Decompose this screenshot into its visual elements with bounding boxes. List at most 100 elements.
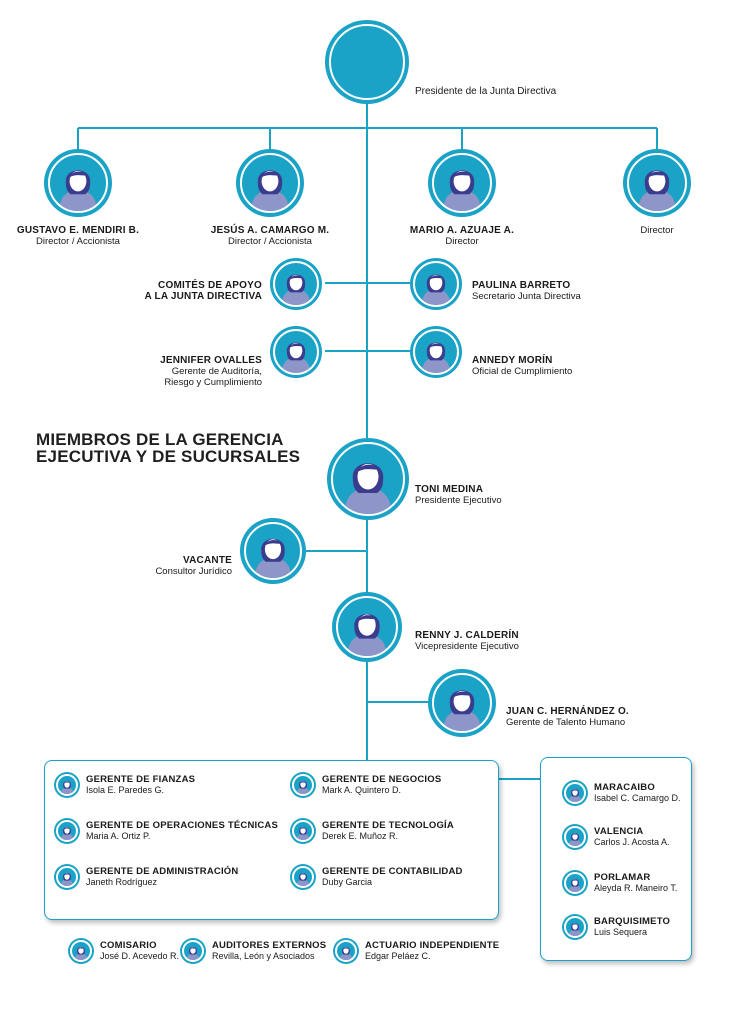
ceo-role: Presidente Ejecutivo <box>415 495 502 506</box>
director-role: Director / Accionista <box>228 236 312 247</box>
director-avatar-2 <box>236 149 304 217</box>
manager-avatar-1 <box>54 772 80 798</box>
audit-manager-role-line2: Riesgo y Cumplimiento <box>164 377 262 388</box>
external-label-3: ACTUARIO INDEPENDIENTE Edgar Peláez C. <box>365 940 499 962</box>
external-label-1: COMISARIO José D. Acevedo R. <box>100 940 179 962</box>
branch-label-3: PORLAMAR Aleyda R. Maneiro T. <box>594 872 677 894</box>
compliance-officer-label: ANNEDY MORÍN Oficial de Cumplimiento <box>472 355 572 377</box>
external-label-2: AUDITORES EXTERNOS Revilla, León y Asoci… <box>212 940 326 962</box>
external-name: Edgar Peláez C. <box>365 951 431 961</box>
branch-avatar-2 <box>562 824 588 850</box>
compliance-officer-name: ANNEDY MORÍN <box>472 355 553 366</box>
manager-name: Duby Garcia <box>322 877 373 887</box>
manager-name: Derek E. Muñoz R. <box>322 831 399 841</box>
manager-title: GERENTE DE TECNOLOGÍA <box>322 820 454 831</box>
vp-avatar <box>332 592 402 662</box>
director-label-2: JESÚS A. CAMARGO M. Director / Accionist… <box>200 225 340 247</box>
manager-label-4: GERENTE DE TECNOLOGÍA Derek E. Muñoz R. <box>322 820 454 842</box>
ceo-name: TONI MEDINA <box>415 484 484 495</box>
committees-avatar <box>270 258 322 310</box>
section-title: MIEMBROS DE LA GERENCIA EJECUTIVA Y DE S… <box>36 431 300 465</box>
external-title: COMISARIO <box>100 940 157 951</box>
manager-title: GERENTE DE NEGOCIOS <box>322 774 442 785</box>
branch-avatar-1 <box>562 780 588 806</box>
manager-label-1: GERENTE DE FIANZAS Isola E. Paredes G. <box>86 774 195 796</box>
branch-city: VALENCIA <box>594 826 644 837</box>
external-name: Revilla, León y Asociados <box>212 951 315 961</box>
manager-label-6: GERENTE DE CONTABILIDAD Duby Garcia <box>322 866 463 888</box>
ceo-avatar <box>327 438 409 520</box>
section-title-line1: MIEMBROS DE LA GERENCIA <box>36 430 284 449</box>
director-name: GUSTAVO E. MENDIRI B. <box>16 225 140 236</box>
branch-avatar-4 <box>562 914 588 940</box>
branch-city: MARACAIBO <box>594 782 655 793</box>
manager-name: Mark A. Quintero D. <box>322 785 402 795</box>
branch-manager: Aleyda R. Maneiro T. <box>594 883 678 893</box>
manager-title: GERENTE DE ADMINISTRACIÓN <box>86 866 239 877</box>
president-avatar <box>325 20 409 104</box>
manager-label-3: GERENTE DE OPERACIONES TÉCNICAS Maria A.… <box>86 820 278 842</box>
external-avatar-3 <box>333 938 359 964</box>
committees-name-line1: COMITÉS DE APOYO <box>158 280 262 291</box>
external-avatar-2 <box>180 938 206 964</box>
manager-avatar-6 <box>290 864 316 890</box>
branch-manager: Carlos J. Acosta A. <box>594 837 670 847</box>
external-title: ACTUARIO INDEPENDIENTE <box>365 940 500 951</box>
ceo-label: TONI MEDINA Presidente Ejecutivo <box>415 484 502 506</box>
branch-manager: Isabel C. Camargo D. <box>594 793 681 803</box>
secretary-avatar <box>410 258 462 310</box>
branch-city: PORLAMAR <box>594 872 651 883</box>
president-label: Presidente de la Junta Directiva <box>415 86 556 97</box>
manager-avatar-4 <box>290 818 316 844</box>
vp-name: RENNY J. CALDERÍN <box>415 630 519 641</box>
hr-manager-avatar <box>428 669 496 737</box>
legal-consultant-role: Consultor Jurídico <box>155 566 232 577</box>
committees-label: COMITÉS DE APOYO A LA JUNTA DIRECTIVA <box>120 280 262 302</box>
branch-label-4: BARQUISIMETO Luis Sequera <box>594 916 670 938</box>
manager-label-2: GERENTE DE NEGOCIOS Mark A. Quintero D. <box>322 774 441 796</box>
director-name: MARIO A. AZUAJE A. <box>409 225 515 236</box>
director-role: Director / Accionista <box>36 236 120 247</box>
manager-title: GERENTE DE CONTABILIDAD <box>322 866 463 877</box>
branch-manager: Luis Sequera <box>594 927 648 937</box>
compliance-officer-role: Oficial de Cumplimiento <box>472 366 573 377</box>
director-role: Director <box>445 236 479 247</box>
secretary-role: Secretario Junta Directiva <box>472 291 581 302</box>
hr-manager-role: Gerente de Talento Humano <box>506 717 626 728</box>
external-avatar-1 <box>68 938 94 964</box>
legal-consultant-name: VACANTE <box>183 555 232 566</box>
manager-name: Janeth Rodríguez <box>86 877 158 887</box>
branch-label-1: MARACAIBO Isabel C. Camargo D. <box>594 782 681 804</box>
director-avatar-4 <box>623 149 691 217</box>
audit-manager-role-line1: Gerente de Auditoría, <box>171 366 262 377</box>
director-label-3: MARIO A. AZUAJE A. Director <box>392 225 532 247</box>
manager-avatar-5 <box>54 864 80 890</box>
director-role: Director <box>640 225 674 236</box>
committees-name-line2: A LA JUNTA DIRECTIVA <box>144 291 262 302</box>
external-title: AUDITORES EXTERNOS <box>212 940 327 951</box>
director-label-1: GUSTAVO E. MENDIRI B. Director / Accioni… <box>8 225 148 247</box>
section-title-line2: EJECUTIVA Y DE SUCURSALES <box>36 447 301 466</box>
branch-avatar-3 <box>562 870 588 896</box>
audit-manager-label: JENNIFER OVALLES Gerente de Auditoría, R… <box>120 355 262 388</box>
director-label-4: Director <box>587 225 727 236</box>
compliance-officer-avatar <box>410 326 462 378</box>
secretary-name: PAULINA BARRETO <box>472 280 571 291</box>
manager-title: GERENTE DE FIANZAS <box>86 774 196 785</box>
branch-city: BARQUISIMETO <box>594 916 671 927</box>
director-avatar-1 <box>44 149 112 217</box>
legal-consultant-avatar <box>240 518 306 584</box>
vp-label: RENNY J. CALDERÍN Vicepresidente Ejecuti… <box>415 630 519 652</box>
external-name: José D. Acevedo R. <box>100 951 180 961</box>
audit-manager-avatar <box>270 326 322 378</box>
branch-label-2: VALENCIA Carlos J. Acosta A. <box>594 826 670 848</box>
managers-box <box>44 760 499 920</box>
hr-manager-name: JUAN C. HERNÁNDEZ O. <box>506 706 629 717</box>
secretary-label: PAULINA BARRETO Secretario Junta Directi… <box>472 280 581 302</box>
manager-label-5: GERENTE DE ADMINISTRACIÓN Janeth Rodrígu… <box>86 866 238 888</box>
audit-manager-name: JENNIFER OVALLES <box>160 355 262 366</box>
manager-name: Maria A. Ortiz P. <box>86 831 151 841</box>
manager-title: GERENTE DE OPERACIONES TÉCNICAS <box>86 820 279 831</box>
vp-role: Vicepresidente Ejecutivo <box>415 641 519 652</box>
manager-avatar-3 <box>54 818 80 844</box>
